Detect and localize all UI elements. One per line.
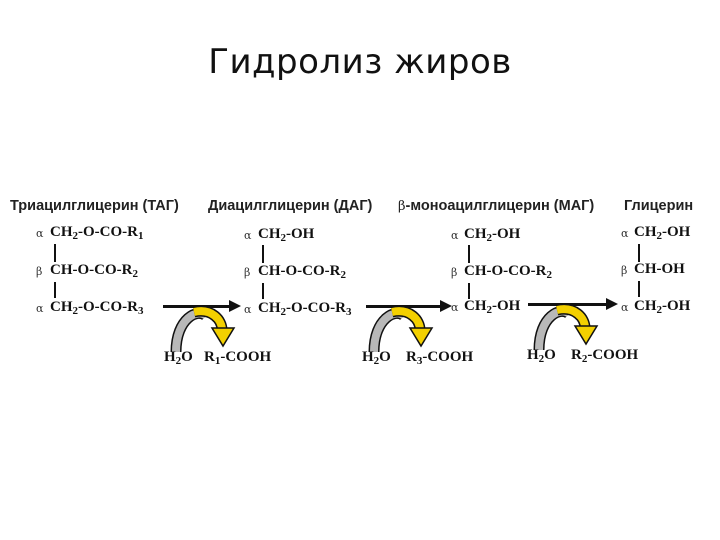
beta-label: β <box>621 264 628 277</box>
mag-carbon-1: CH2-OH <box>464 226 521 244</box>
beta-label: β <box>36 265 43 278</box>
bond <box>54 244 56 262</box>
dag-carbon-2: CH-O-CO-R2 <box>258 263 346 281</box>
alpha-label: α <box>244 229 252 242</box>
tag-carbon-1: CH2-O-CO-R1 <box>50 224 144 242</box>
tag-carbon-2: CH-O-CO-R2 <box>50 262 138 280</box>
alpha-label: α <box>36 227 44 240</box>
mag-carbon-3: CH2-OH <box>464 298 521 316</box>
header-dag: Диацилглицерин (ДАГ) <box>208 198 373 214</box>
bond <box>638 244 640 262</box>
tag-carbon-3: CH2-O-CO-R3 <box>50 299 144 317</box>
dag-carbon-1: CH2-OH <box>258 226 315 244</box>
alpha-label: α <box>451 229 459 242</box>
alpha-label: α <box>244 303 252 316</box>
reaction-arrow-1-head-icon <box>229 300 241 312</box>
header-tag: Триацилглицерин (ТАГ) <box>10 198 179 214</box>
bond <box>262 245 264 263</box>
step-3-acid: R2-COOH <box>571 347 639 365</box>
bond <box>54 282 56 298</box>
curved-arrows-step-1-icon <box>170 305 236 353</box>
bond <box>468 283 470 299</box>
curved-arrows-step-2-icon <box>368 305 434 353</box>
bond <box>468 245 470 263</box>
glycerol-carbon-2: CH-OH <box>634 261 685 277</box>
glycerol-carbon-3: CH2-OH <box>634 298 691 316</box>
step-3-water: H2O <box>527 347 556 365</box>
alpha-label: α <box>621 301 629 314</box>
page-title: Гидролиз жиров <box>208 42 512 82</box>
alpha-label: α <box>621 227 629 240</box>
step-1-acid: R1-COOH <box>204 349 272 367</box>
alpha-label: α <box>36 302 44 315</box>
header-glycerol: Глицерин <box>624 198 694 214</box>
mag-carbon-2: CH-O-CO-R2 <box>464 263 552 281</box>
alpha-label: α <box>451 301 459 314</box>
header-mag-prefix: β <box>398 199 406 214</box>
bond <box>262 283 264 299</box>
step-1-water: H2O <box>164 349 193 367</box>
reaction-arrow-3-head-icon <box>606 298 618 310</box>
reaction-arrow-2-head-icon <box>440 300 452 312</box>
glycerol-carbon-1: CH2-OH <box>634 224 691 242</box>
dag-carbon-3: CH2-O-CO-R3 <box>258 300 352 318</box>
beta-label: β <box>244 266 251 279</box>
bond <box>638 281 640 297</box>
header-mag: β-моноацилглицерин (МАГ) <box>398 198 594 214</box>
header-mag-text: -моноацилглицерин (МАГ) <box>405 198 595 214</box>
step-2-water: H2O <box>362 349 391 367</box>
beta-label: β <box>451 266 458 279</box>
step-2-acid: R3-COOH <box>406 349 474 367</box>
curved-arrows-step-3-icon <box>533 303 599 351</box>
